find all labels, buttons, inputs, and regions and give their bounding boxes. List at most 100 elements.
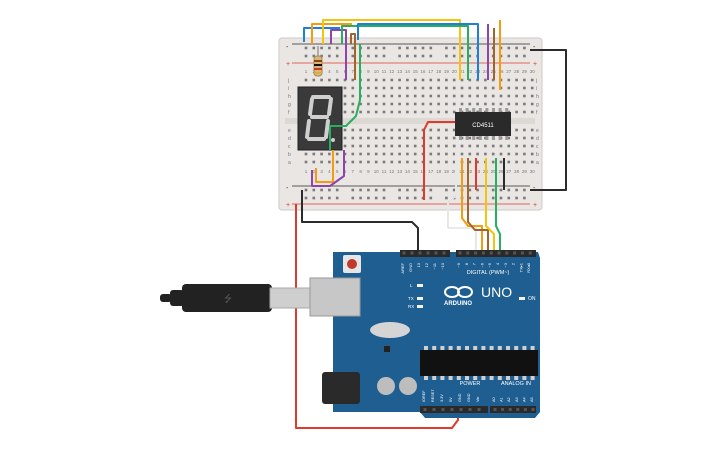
chip-pin [505, 108, 509, 112]
power-pin-label: GND [458, 393, 462, 402]
column-number: 5 [336, 169, 339, 174]
hole [367, 102, 370, 106]
hole [398, 136, 401, 140]
seven-segment-display[interactable] [297, 86, 343, 151]
hole [421, 86, 425, 90]
column-number: 13 [397, 69, 403, 74]
chip-pins [459, 108, 509, 140]
hole [507, 78, 511, 82]
hole [351, 160, 355, 164]
atmega-pin [489, 376, 494, 380]
column-number: 17 [428, 169, 434, 174]
column-number: 29 [522, 169, 528, 174]
column-number: 19 [444, 169, 450, 174]
hole [445, 144, 448, 148]
rail-hole [445, 54, 448, 58]
hole [523, 128, 526, 132]
hole [515, 78, 518, 82]
hole [476, 152, 479, 156]
hole [484, 144, 487, 148]
usb-port [309, 277, 361, 317]
rail-hole [491, 188, 495, 192]
wire-brown [350, 33, 356, 80]
power-pin-label: IOREF [422, 390, 426, 402]
atmega-pins [424, 346, 535, 380]
hole [429, 78, 433, 82]
header-hole [481, 251, 485, 255]
rail-hole [374, 54, 378, 58]
hole [390, 128, 394, 132]
rail-hole [359, 188, 362, 192]
hole [351, 102, 355, 106]
hole [452, 94, 456, 98]
cd4511-chip[interactable]: CD4511 [455, 108, 511, 140]
atmega-pin [465, 376, 469, 380]
arduino-uno[interactable]: ARDUINO UNO DIGITAL (PWM~) POWER ANALOG … [309, 250, 540, 418]
rail-hole [515, 196, 518, 200]
hole [406, 128, 409, 132]
rail-hole [312, 196, 316, 200]
hole [429, 128, 433, 132]
hole [320, 152, 323, 156]
row-letter: f [288, 110, 290, 116]
column-number: 30 [530, 69, 536, 74]
power-pin-label: Vin [476, 397, 480, 402]
atmega-pin [530, 376, 535, 380]
hole [523, 152, 526, 156]
atmega-pin [514, 376, 519, 380]
rail-hole [406, 54, 409, 58]
power-pin-label: 3.3V [440, 394, 444, 402]
hole [374, 152, 378, 156]
chip-label: CD4511 [472, 123, 494, 129]
hole [335, 152, 339, 156]
hole [491, 152, 495, 156]
column-number: 18 [436, 169, 442, 174]
column-number: 10 [374, 169, 380, 174]
hole [382, 128, 386, 132]
hole [367, 152, 370, 156]
hole [406, 86, 409, 90]
hole [530, 136, 534, 140]
header-analog [490, 406, 536, 413]
l-led [417, 284, 423, 287]
hole [484, 86, 487, 90]
column-number: 18 [436, 69, 442, 74]
row-letter: h [288, 94, 291, 100]
header-hole [450, 408, 454, 411]
row-letter: a [536, 160, 539, 166]
atmega-pin [514, 346, 519, 350]
analog-pin-label: A4 [522, 397, 526, 402]
rail-hole [335, 54, 339, 58]
hole [491, 94, 495, 98]
header-hole [528, 251, 532, 255]
rx-led [417, 305, 423, 308]
l-led-label: L [410, 283, 413, 288]
hole [390, 136, 394, 140]
hole [429, 86, 433, 90]
hole [491, 102, 495, 106]
hole [460, 144, 464, 148]
column-number: 27 [506, 169, 512, 174]
rail-hole [320, 46, 323, 50]
power-label: POWER [460, 381, 481, 387]
rail-hole [304, 46, 308, 50]
column-number: 23 [475, 169, 481, 174]
hole [499, 152, 503, 156]
rail-hole [398, 188, 401, 192]
hole [359, 152, 362, 156]
hole [374, 160, 378, 164]
rail-hole [398, 196, 401, 200]
resistor[interactable] [313, 46, 323, 77]
hole [437, 94, 440, 98]
hole [515, 94, 518, 98]
row-letter: d [536, 136, 539, 142]
rail-minus-top-right: - [533, 44, 536, 51]
header-hole [432, 408, 436, 411]
on-led-label: ON [528, 296, 536, 302]
hole [351, 86, 355, 90]
hole [304, 152, 308, 156]
hole [359, 102, 362, 106]
top-pin-label: TX▸1 [518, 262, 523, 272]
hole [445, 86, 448, 90]
